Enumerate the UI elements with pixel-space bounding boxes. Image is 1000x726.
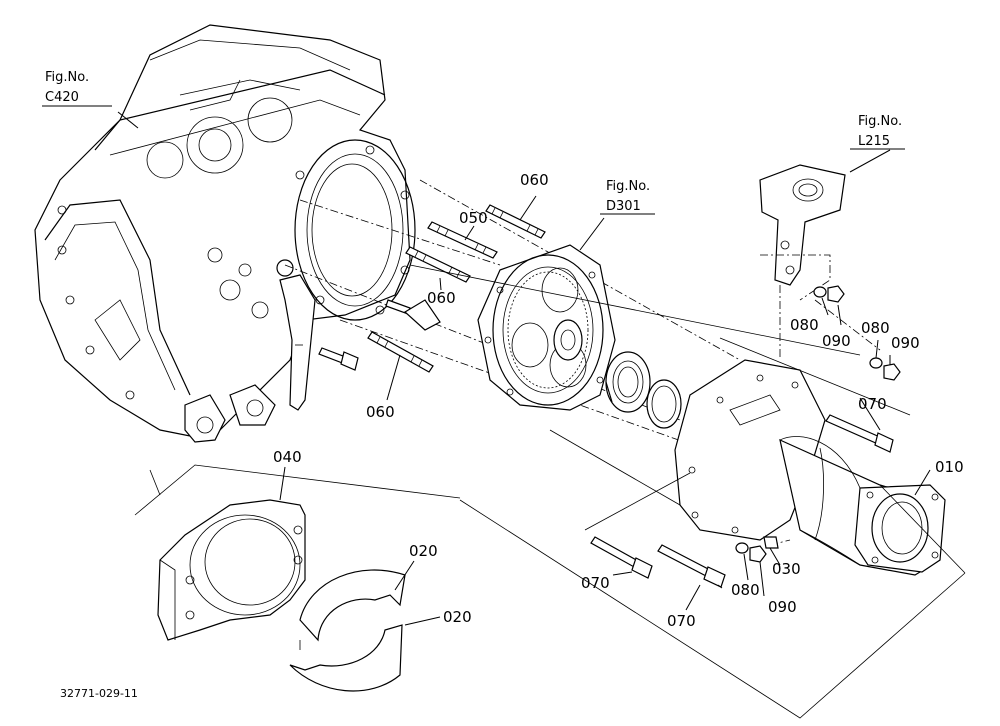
part-label: 020 — [443, 608, 472, 626]
part-label: 080 — [790, 316, 819, 334]
fig-ref-label: Fig.No. — [606, 179, 650, 194]
part-label: 060 — [366, 403, 395, 421]
assembly-frame — [409, 264, 966, 719]
figure-reference-c420: Fig.No. C420 — [42, 70, 112, 107]
axle-housing — [674, 359, 946, 576]
part-label: 020 — [409, 542, 438, 560]
part-label: 040 — [273, 448, 302, 466]
part-label: 030 — [772, 560, 801, 578]
part-label: 050 — [459, 209, 488, 227]
stud-bolts — [318, 204, 546, 373]
part-label: 070 — [667, 612, 696, 630]
fig-ref-number: C420 — [45, 90, 79, 105]
part-label: 010 — [935, 458, 964, 476]
fig-ref-number: D301 — [606, 199, 641, 214]
part-label: 080 — [731, 581, 760, 599]
planetary-gear-assembly — [477, 244, 616, 411]
part-label: 090 — [891, 334, 920, 352]
fig-ref-label: Fig.No. — [45, 70, 89, 85]
transmission-case — [34, 24, 416, 443]
mounting-bracket — [759, 164, 846, 301]
figure-reference-d301: Fig.No. D301 — [600, 179, 655, 215]
part-label: 090 — [768, 598, 797, 616]
part-label: 070 — [858, 395, 887, 413]
part-label: 060 — [427, 289, 456, 307]
fig-ref-number: L215 — [858, 134, 890, 149]
bearing-cap-and-bushes — [134, 464, 461, 692]
part-label: 090 — [822, 332, 851, 350]
fasteners — [590, 285, 901, 588]
leader-lines — [117, 111, 931, 626]
figure-reference-l215: Fig.No. L215 — [850, 114, 905, 150]
part-label: 070 — [581, 574, 610, 592]
part-label: 080 — [861, 319, 890, 337]
bearing-and-seal — [605, 351, 682, 429]
part-number-labels: 060 050 060 060 040 020 020 080 090 080 … — [273, 171, 964, 630]
drawing-code: 32771-029-11 — [60, 687, 138, 700]
part-label: 060 — [520, 171, 549, 189]
fig-ref-label: Fig.No. — [858, 114, 902, 129]
